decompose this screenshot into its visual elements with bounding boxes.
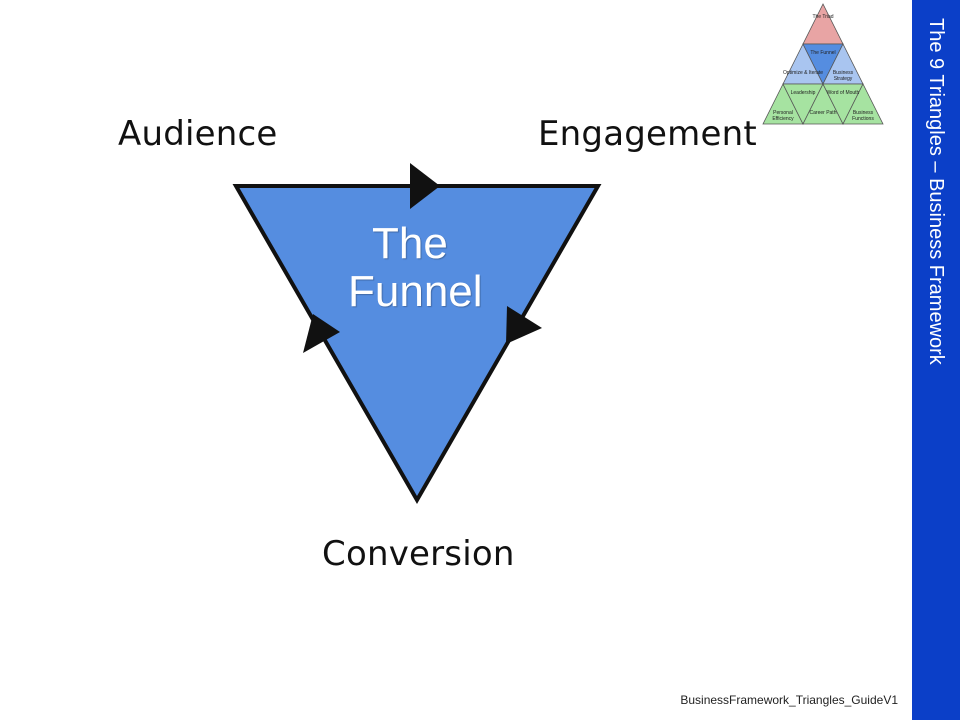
mini-triangle-triad <box>802 3 844 45</box>
mini-label-leadership: Leadership <box>790 90 816 96</box>
engagement-label: Engagement <box>538 114 757 154</box>
nine-triangles-mini-map: The Triad The Funnel Optimize & Iterate … <box>752 0 902 128</box>
funnel-diagram <box>232 163 602 505</box>
funnel-title-line-1: The <box>372 219 448 268</box>
footer-filename: BusinessFramework_Triangles_GuideV1 <box>680 693 898 707</box>
mini-label-funnel: The Funnel <box>810 50 836 56</box>
audience-label: Audience <box>118 114 278 154</box>
mini-label-triad: The Triad <box>812 14 834 20</box>
arrow-up-icon <box>303 314 340 353</box>
conversion-label: Conversion <box>322 534 515 574</box>
arrow-down-icon <box>506 306 542 344</box>
sidebar: The 9 Triangles – Business Framework <box>912 0 960 720</box>
funnel-title-line-2: Funnel <box>348 267 483 316</box>
mini-label-word-of-mouth: Word of Mouth <box>826 90 860 96</box>
mini-label-efficiency: Personal Efficiency <box>772 110 794 122</box>
mini-label-optimize: Optimize & Iterate <box>783 70 824 76</box>
sidebar-title: The 9 Triangles – Business Framework <box>925 18 947 365</box>
mini-triangle-row3-e <box>842 83 884 125</box>
mini-label-functions: Business Functions <box>852 110 874 122</box>
arrow-right-icon <box>410 163 440 209</box>
mini-label-career: Career Path <box>809 110 837 116</box>
mini-label-strategy: Business Strategy <box>832 70 854 82</box>
mini-map-graphic <box>762 3 884 125</box>
